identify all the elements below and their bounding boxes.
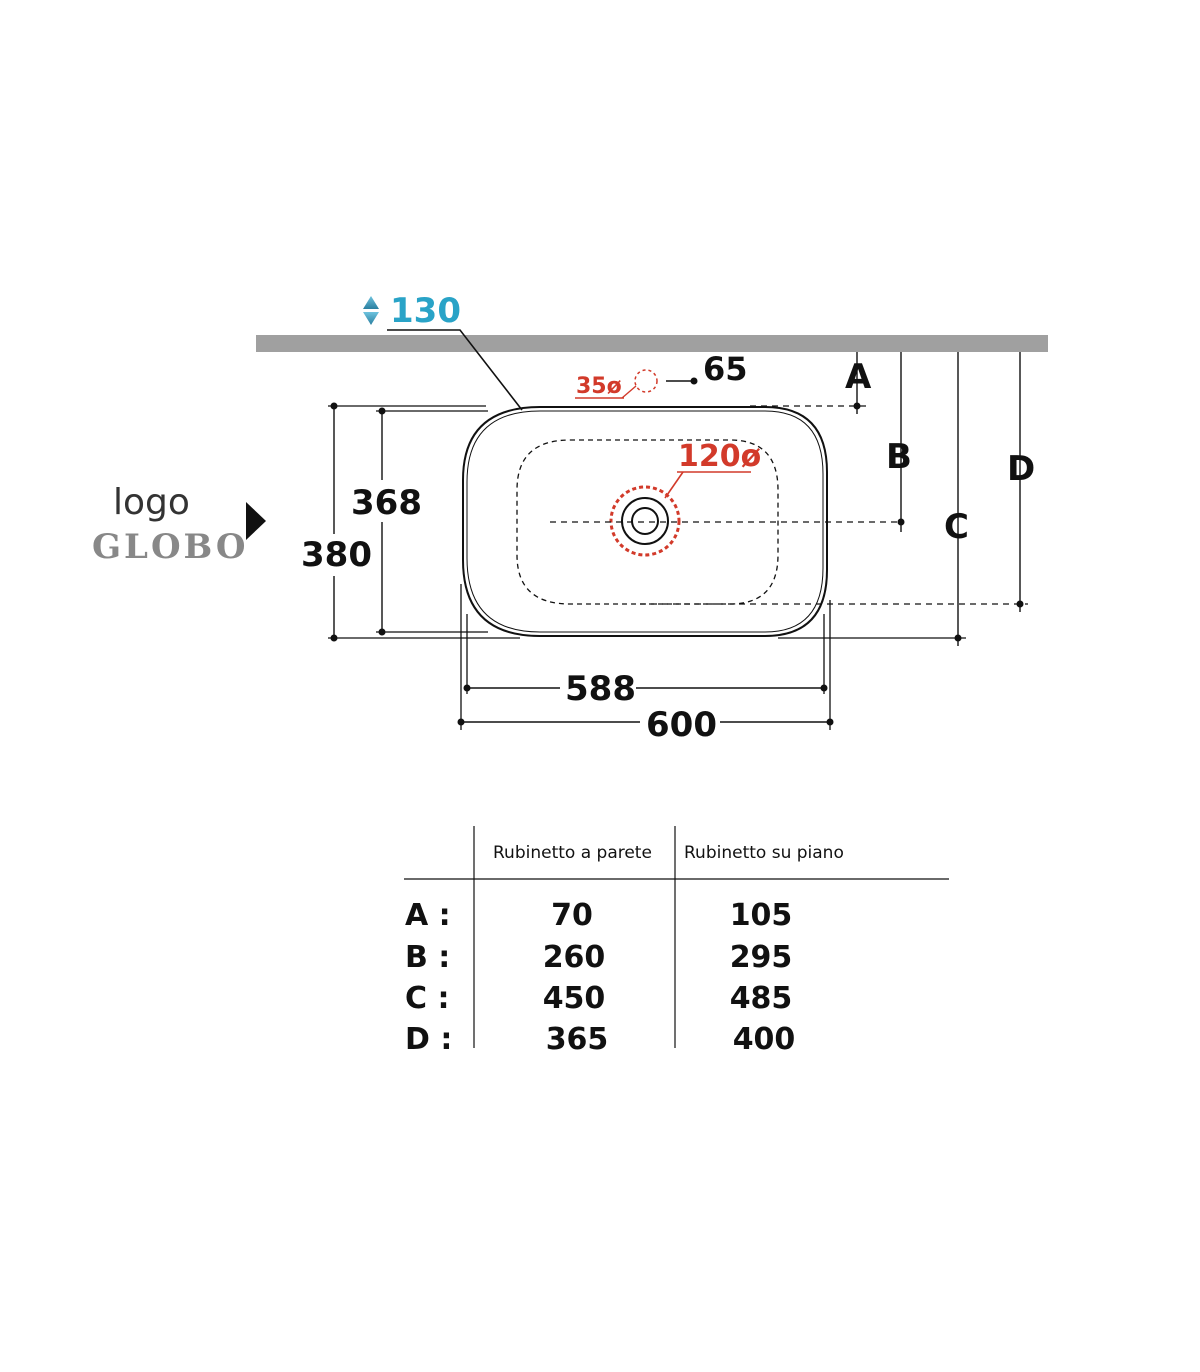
tap-hole-circle — [634, 369, 658, 393]
tap-hole-diameter: 35ø — [576, 374, 622, 399]
row-c-key: C : — [405, 981, 449, 1016]
row-c-wall: 450 — [543, 981, 606, 1016]
row-b-top: 295 — [730, 940, 793, 975]
label-b: B — [886, 437, 912, 477]
logo-word: logo — [113, 482, 190, 523]
label-c: C — [944, 507, 969, 547]
row-d-wall: 365 — [546, 1022, 609, 1057]
dim-380-value: 380 — [301, 535, 372, 575]
row-c-top: 485 — [730, 981, 793, 1016]
dim-368-dot-bottom — [378, 628, 386, 636]
dim-600-dot-left — [457, 718, 465, 726]
logo-pointer-icon — [246, 502, 266, 540]
dim-380-dot-top — [330, 402, 338, 410]
tap-hole-leader — [621, 385, 637, 399]
drain-leader — [664, 471, 684, 499]
label-d: D — [1007, 449, 1035, 489]
drain-hole — [631, 507, 659, 535]
row-a-wall: 70 — [551, 898, 593, 933]
wall-bar — [256, 335, 1048, 352]
tap-offset-dot — [690, 377, 698, 385]
drain-diameter: 120ø — [678, 439, 761, 474]
dim-b-dot — [897, 518, 905, 526]
dim-380-dot-bottom — [330, 634, 338, 642]
dim-368-dot-top — [378, 407, 386, 415]
basin-rim — [466, 410, 824, 633]
height-leader — [387, 329, 523, 411]
row-d-top: 400 — [733, 1022, 796, 1057]
table-col-wall: Rubinetto a parete — [493, 843, 652, 863]
height-arrow-icon — [363, 296, 379, 325]
dim-600-value: 600 — [646, 705, 717, 745]
dim-588-value: 588 — [565, 669, 636, 709]
basin-outline — [462, 406, 828, 637]
row-d-key: D : — [405, 1022, 452, 1057]
dim-588-dot-right — [820, 684, 828, 692]
row-a-key: A : — [405, 898, 451, 933]
drain-ring — [621, 497, 669, 545]
row-b-key: B : — [405, 940, 450, 975]
drain-outer-circle — [609, 485, 681, 557]
tap-offset-value: 65 — [703, 350, 748, 388]
table-col-top: Rubinetto su piano — [684, 843, 844, 863]
row-b-wall: 260 — [543, 940, 606, 975]
dim-600-dot-right — [826, 718, 834, 726]
row-a-top: 105 — [730, 898, 793, 933]
logo-brand: GLOBO — [92, 527, 249, 567]
height-value: 130 — [390, 291, 461, 331]
basin-inner-bowl — [516, 439, 779, 605]
dim-368-value: 368 — [351, 483, 422, 523]
label-a: A — [845, 357, 872, 397]
dim-588-dot-left — [463, 684, 471, 692]
dim-a-dot — [853, 402, 861, 410]
